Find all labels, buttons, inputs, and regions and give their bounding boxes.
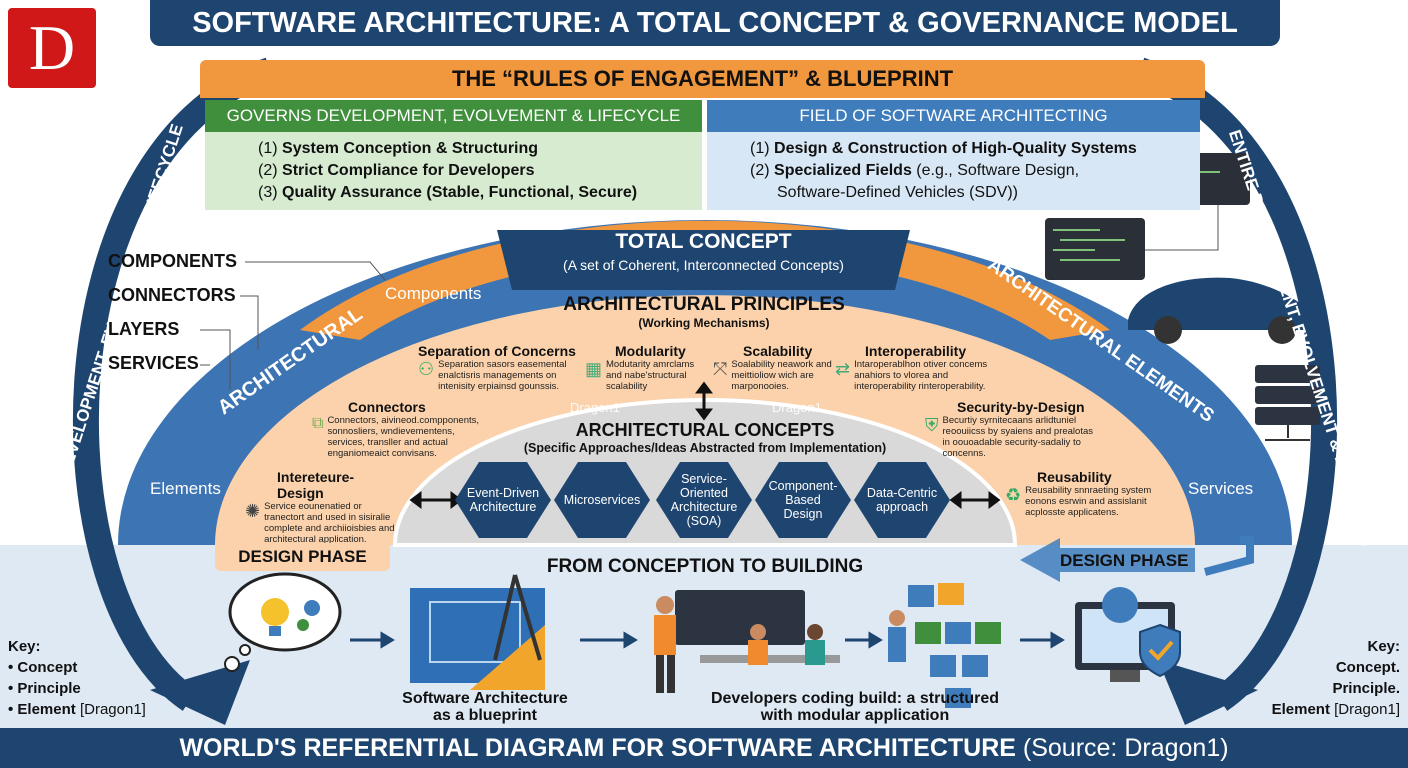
developers-icon: [654, 590, 840, 693]
right-arrowhead-icon: [1158, 660, 1258, 725]
field-panel: (1) Design & Construction of High-Qualit…: [707, 132, 1200, 210]
design-phase-left: DESIGN PHASE: [215, 543, 390, 571]
total-concept: TOTAL CONCEPT (A set of Coherent, Interc…: [563, 230, 844, 273]
watermark: Dragon1: [772, 400, 822, 415]
element-list-item: CONNECTORS: [108, 285, 236, 305]
double-arrow-icons: [409, 381, 1001, 509]
element-list-item: COMPONENTS: [108, 251, 238, 271]
principle-interoperability: Interoperability ⇄Intaroperablhon otiver…: [835, 343, 988, 392]
hierarchy-icon: ⚇: [418, 359, 435, 379]
left-cycle-arrow: [73, 57, 275, 711]
leader-line: [240, 295, 259, 350]
principle-reusability: Reusability ♻Reusability snnraeting syst…: [1005, 469, 1152, 518]
car-icon: [1128, 277, 1318, 330]
flow-arrow-icons: [350, 631, 1065, 649]
key-left: Key: • Concept • Principle • Element [Dr…: [8, 638, 146, 718]
exchange-arrows-icon: ⇄: [835, 359, 851, 379]
leader-line: [200, 329, 231, 390]
governs-item: (2) Strict Compliance for Developers: [258, 162, 535, 179]
governs-item: (3) Quality Assurance (Stable, Functiona…: [258, 184, 638, 201]
rules-banner: THE “RULES OF ENGAGEMENT” & BLUEPRINT: [200, 60, 1205, 98]
principle-intereteure-design: Intereteure-Design ✺Service eounenatied …: [245, 469, 395, 545]
connector-icon: ⧉: [312, 415, 324, 432]
principle-security-by-design: Security-by-Design ⛨Becurtiy syrnitecaan…: [925, 399, 1094, 459]
secure-monitor-icon: [1075, 587, 1181, 682]
server-icon: [1255, 365, 1320, 441]
concepts-header: ARCHITECTURAL CONCEPTS (Specific Approac…: [523, 420, 887, 455]
field-item: (2) Specialized Fields (e.g., Software D…: [750, 162, 1080, 179]
dragon1-logo: D: [8, 8, 96, 88]
field-item: (1) Design & Construction of High-Qualit…: [750, 140, 1137, 157]
principle-scalability: Scalability ⤧Soalability neawork and mei…: [713, 343, 832, 392]
element-list-item: LAYERS: [108, 319, 180, 339]
shield-icon: ⛨: [925, 415, 939, 435]
left-arrowhead-icon: [150, 660, 250, 725]
design-phase-arrow: [1020, 538, 1195, 582]
principles-header: ARCHITECTURAL PRINCIPLES (Working Mechan…: [563, 294, 845, 330]
governs-panel: (1) System Conception & Structuring (2) …: [205, 132, 702, 210]
services-label: Services: [1188, 479, 1254, 498]
building-title: FROM CONCEPTION TO BUILDING: [546, 556, 864, 577]
blueprint-icon: [410, 574, 545, 690]
watermark: Dragon1: [570, 400, 620, 415]
total-concept-box: [497, 230, 910, 290]
page-title: SOFTWARE ARCHITECTURE: A TOTAL CONCEPT &…: [150, 0, 1280, 46]
principle-modularity: Modularity ▦Modutarity amrclams and nabe…: [585, 343, 695, 392]
principle-separation-of-concerns: Separation of Concerns ⚇Separation sasor…: [418, 343, 576, 392]
network-hub-icon: ✺: [245, 501, 261, 521]
footer-banner: WORLD'S REFERENTIAL DIAGRAM FOR SOFTWARE…: [0, 728, 1408, 768]
expand-icon: ⤧: [713, 359, 728, 379]
modular-blocks-icon: [888, 583, 1001, 708]
recycle-icon: ♻: [1005, 485, 1022, 505]
elements-label: Elements: [150, 479, 221, 498]
components-label: Components: [385, 284, 482, 303]
field-header: FIELD OF SOFTWARE ARCHITECTING: [707, 100, 1200, 132]
element-list-item: SERVICES: [108, 353, 199, 373]
idea-bubble-icon: [224, 572, 342, 672]
key-right: Key: Concept. Principle. Element [Dragon…: [1271, 638, 1400, 718]
design-phase-right: DESIGN PHASE: [1060, 551, 1189, 570]
governs-item: (1) System Conception & Structuring: [258, 140, 539, 157]
leader-line: [245, 261, 386, 281]
principle-connectors: Connectors ⧉Connectors, aivineod.comppon…: [312, 399, 480, 459]
right-cycle-arrow: [1135, 57, 1337, 711]
governs-header: GOVERNS DEVELOPMENT, EVOLVEMENT & LIFECY…: [205, 100, 702, 132]
modules-icon: ▦: [585, 359, 603, 379]
